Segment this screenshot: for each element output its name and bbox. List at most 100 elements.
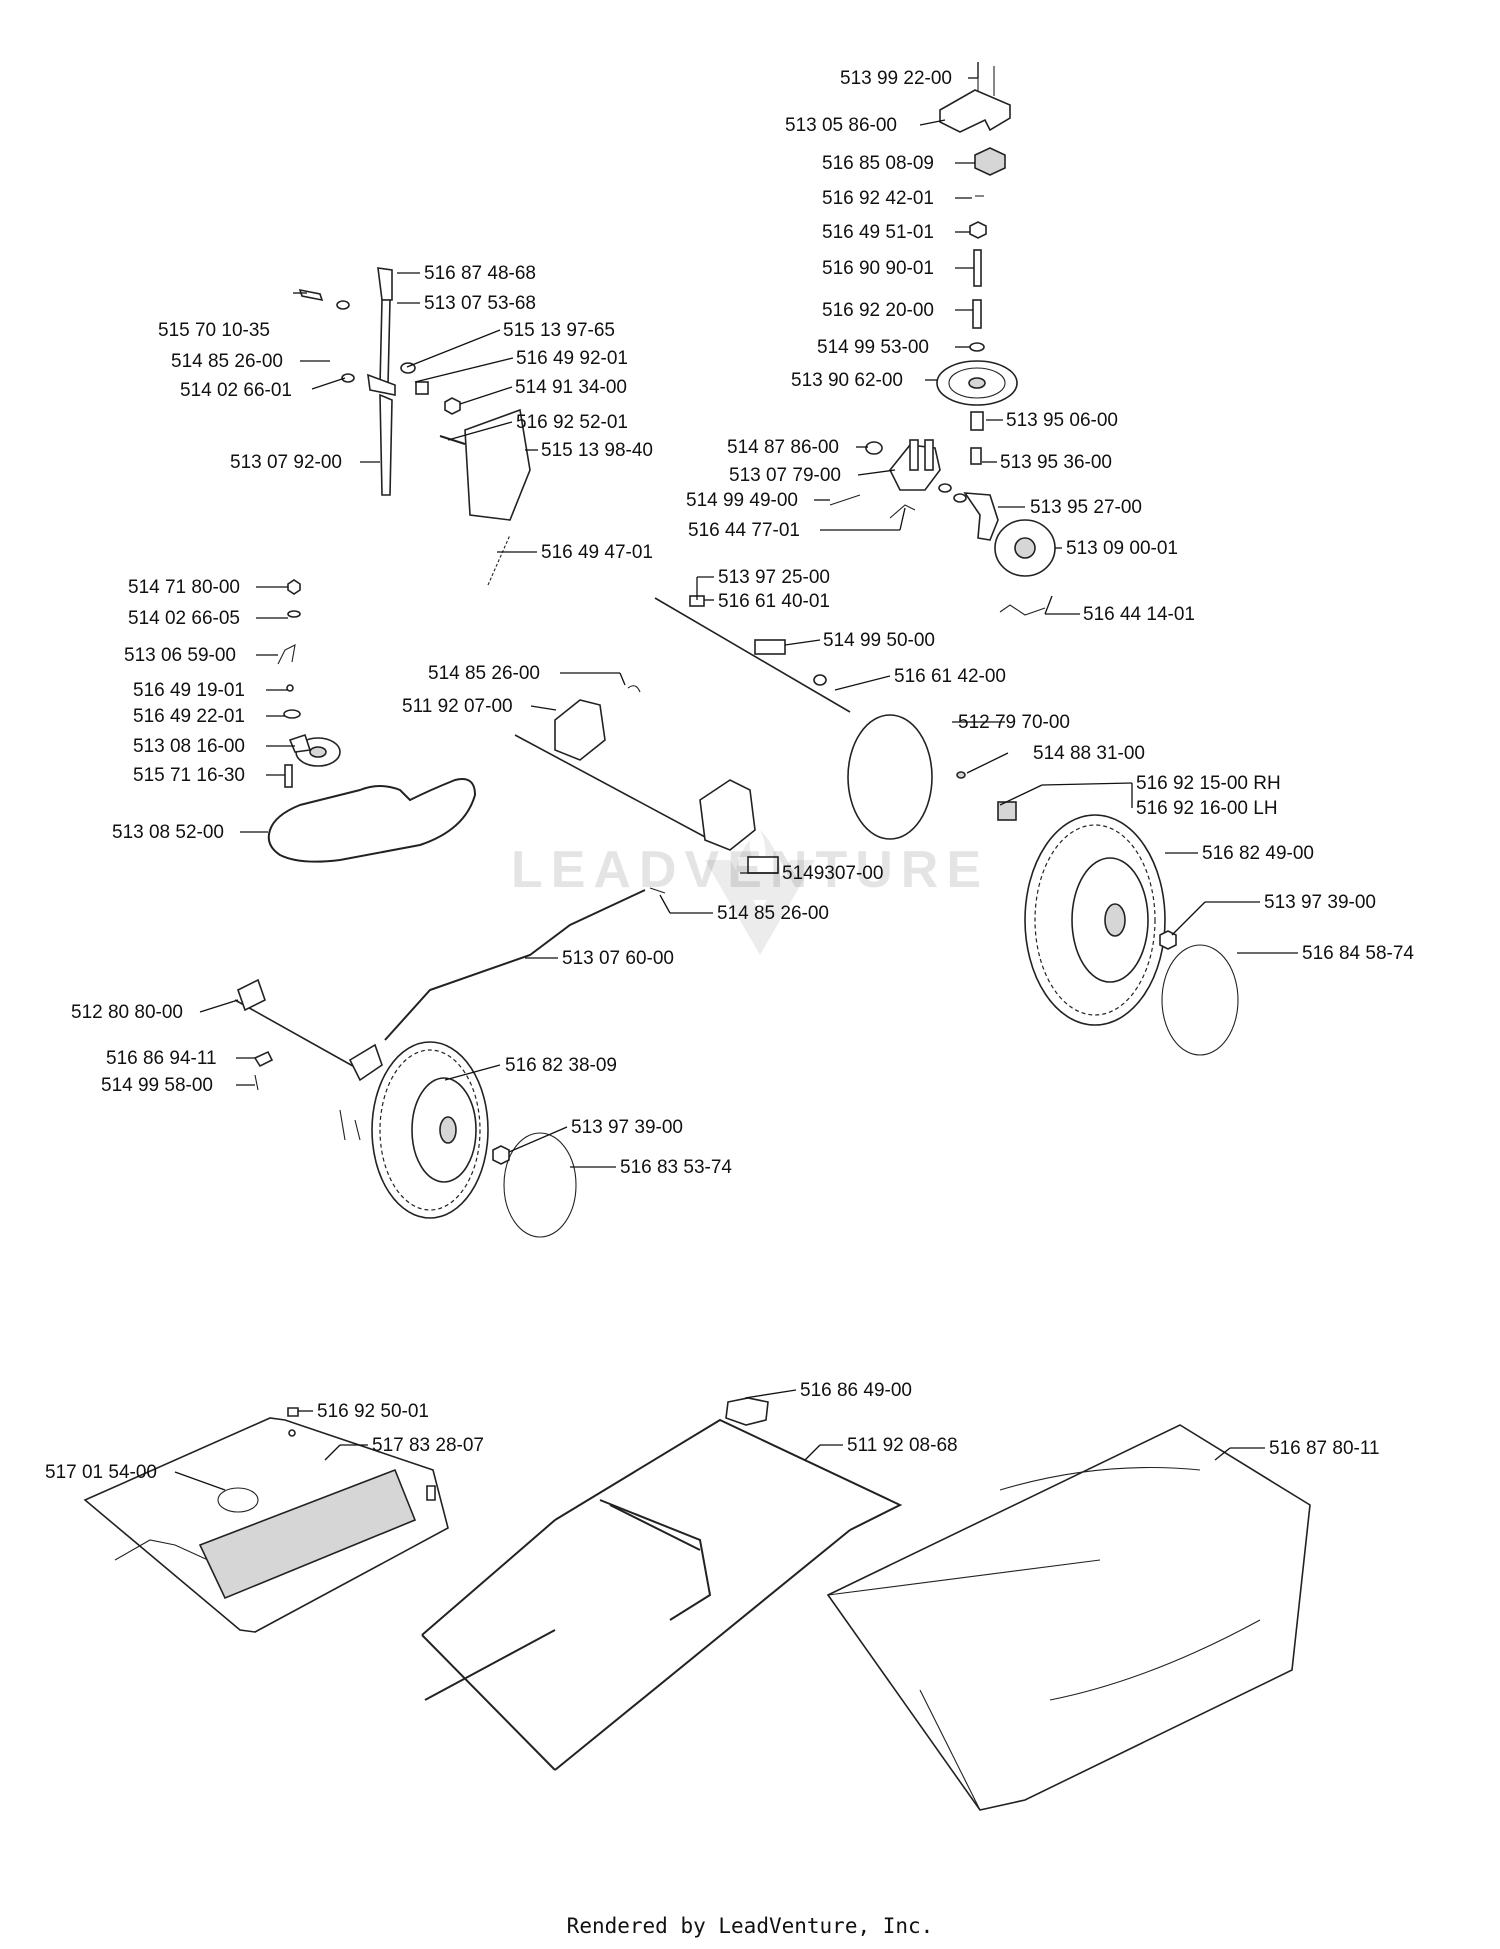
spacer-block xyxy=(974,147,1006,176)
part-labels: 513 99 22-00 513 05 86-00 516 85 08-09 5… xyxy=(45,68,1414,1483)
part-label: 513 07 53-68 xyxy=(424,293,536,314)
washer-left-5 xyxy=(283,709,301,719)
part-label: 511 92 07-00 xyxy=(402,696,513,717)
part-label: 513 05 86-00 xyxy=(785,115,897,136)
part-label: 513 06 59-00 xyxy=(124,645,236,666)
watermark-logo xyxy=(705,830,815,955)
part-label: 514 99 53-00 xyxy=(817,337,929,358)
nut-top xyxy=(969,221,987,239)
nut-wheel-left xyxy=(492,1145,510,1165)
part-label: 514 85 26-00 xyxy=(717,903,829,924)
part-label: 516 49 47-01 xyxy=(541,542,653,563)
part-label: 516 86 49-00 xyxy=(800,1380,912,1401)
bracket-top-right xyxy=(939,89,1011,133)
washer-left-2 xyxy=(341,373,355,383)
wheel-cover-left xyxy=(503,1132,577,1238)
part-label: 513 07 79-00 xyxy=(729,465,841,486)
bolt-top-right xyxy=(977,62,995,96)
part-label: 516 86 94-11 xyxy=(106,1048,217,1069)
wheel-cover-right xyxy=(1161,944,1239,1056)
screw-rear-3 xyxy=(354,1119,361,1141)
screw-rear-2 xyxy=(339,1109,346,1141)
part-label: 513 07 92-00 xyxy=(230,452,342,473)
part-label: 513 90 62-00 xyxy=(791,370,903,391)
washer-left-3 xyxy=(287,610,301,618)
part-label: 513 99 22-00 xyxy=(840,68,952,89)
part-label: 516 61 40-01 xyxy=(718,591,830,612)
part-label: 516 92 50-01 xyxy=(317,1401,429,1422)
spring-small xyxy=(970,447,982,465)
washer-mid xyxy=(865,441,883,455)
part-label: 515 71 16-30 xyxy=(133,765,245,786)
part-label: 5149307-00 xyxy=(782,863,883,884)
clip-mid xyxy=(889,504,916,519)
screw-plate-2 xyxy=(426,1485,436,1501)
part-label: 514 02 66-01 xyxy=(180,380,292,401)
bolt-long xyxy=(973,249,982,287)
part-label: 516 92 16-00 LH xyxy=(1136,798,1278,819)
screw-hubcap xyxy=(956,771,966,779)
part-label: 514 99 58-00 xyxy=(101,1075,213,1096)
spring-c xyxy=(415,381,429,395)
part-label: 513 07 60-00 xyxy=(562,948,674,969)
deflector-plate xyxy=(83,1417,449,1633)
pulley-top xyxy=(936,360,1018,406)
part-label: 514 88 31-00 xyxy=(1033,743,1145,764)
part-label: 516 49 19-01 xyxy=(133,680,245,701)
part-label: 516 44 77-01 xyxy=(688,520,800,541)
part-label: 514 99 49-00 xyxy=(686,490,798,511)
drive-shaft xyxy=(654,597,851,713)
handle-lever xyxy=(367,267,396,496)
part-label: 514 02 66-05 xyxy=(128,608,240,629)
part-label: 513 95 06-00 xyxy=(1006,410,1118,431)
bushing xyxy=(970,411,984,431)
part-label: 516 87 48-68 xyxy=(424,263,536,284)
part-label: 516 44 14-01 xyxy=(1083,604,1195,625)
latch-plate xyxy=(725,1397,769,1426)
part-label: 516 82 49-00 xyxy=(1202,843,1314,864)
washer-top xyxy=(969,342,985,352)
clip-lower xyxy=(999,604,1046,616)
catcher-frame xyxy=(421,1418,903,1771)
part-label: 516 49 51-01 xyxy=(822,222,934,243)
part-label: 514 85 26-00 xyxy=(428,663,540,684)
part-label: 513 08 52-00 xyxy=(112,822,224,843)
grass-bag xyxy=(826,1424,1311,1811)
part-label: 517 01 54-00 xyxy=(45,1462,157,1483)
leader-lines xyxy=(174,62,1298,1491)
nut-wheel-right xyxy=(1159,930,1177,950)
clip-left xyxy=(277,644,296,665)
part-label: 513 95 27-00 xyxy=(1030,497,1142,518)
part-label: 516 84 58-74 xyxy=(1302,943,1414,964)
part-label: 511 92 08-68 xyxy=(847,1435,958,1456)
part-label: 515 13 98-40 xyxy=(541,440,653,461)
part-label: 512 79 70-00 xyxy=(958,712,1070,733)
bushing-shaft xyxy=(813,674,827,686)
part-label: 513 95 36-00 xyxy=(1000,452,1112,473)
gear-wheel xyxy=(994,519,1056,577)
part-label: 516 83 53-74 xyxy=(620,1157,732,1178)
bolt-c xyxy=(439,435,466,445)
sector-plate xyxy=(464,408,531,521)
bracket-small xyxy=(253,1050,274,1068)
nut-left xyxy=(287,579,301,595)
part-label: 516 85 08-09 xyxy=(822,153,934,174)
part-label: 516 92 20-00 xyxy=(822,300,934,321)
front-axle xyxy=(514,699,756,851)
pin xyxy=(972,299,982,329)
part-label: 516 49 22-01 xyxy=(133,706,245,727)
v-belt xyxy=(267,778,477,863)
part-label: 515 13 97-65 xyxy=(503,320,615,341)
part-label: 512 80 80-00 xyxy=(71,1002,183,1023)
part-label: 516 49 92-01 xyxy=(516,348,628,369)
part-label: 516 82 38-09 xyxy=(505,1055,617,1076)
part-label: 516 87 80-11 xyxy=(1269,1438,1380,1459)
hubcap-right xyxy=(847,714,933,840)
part-label: 516 92 52-01 xyxy=(516,412,628,433)
part-label: 514 99 50-00 xyxy=(823,630,935,651)
watermark-text: LEADVENTURE xyxy=(510,841,990,899)
pin-mid xyxy=(829,494,861,506)
part-label: 516 61 42-00 xyxy=(894,666,1006,687)
rear-wheel-right xyxy=(1024,814,1166,1026)
